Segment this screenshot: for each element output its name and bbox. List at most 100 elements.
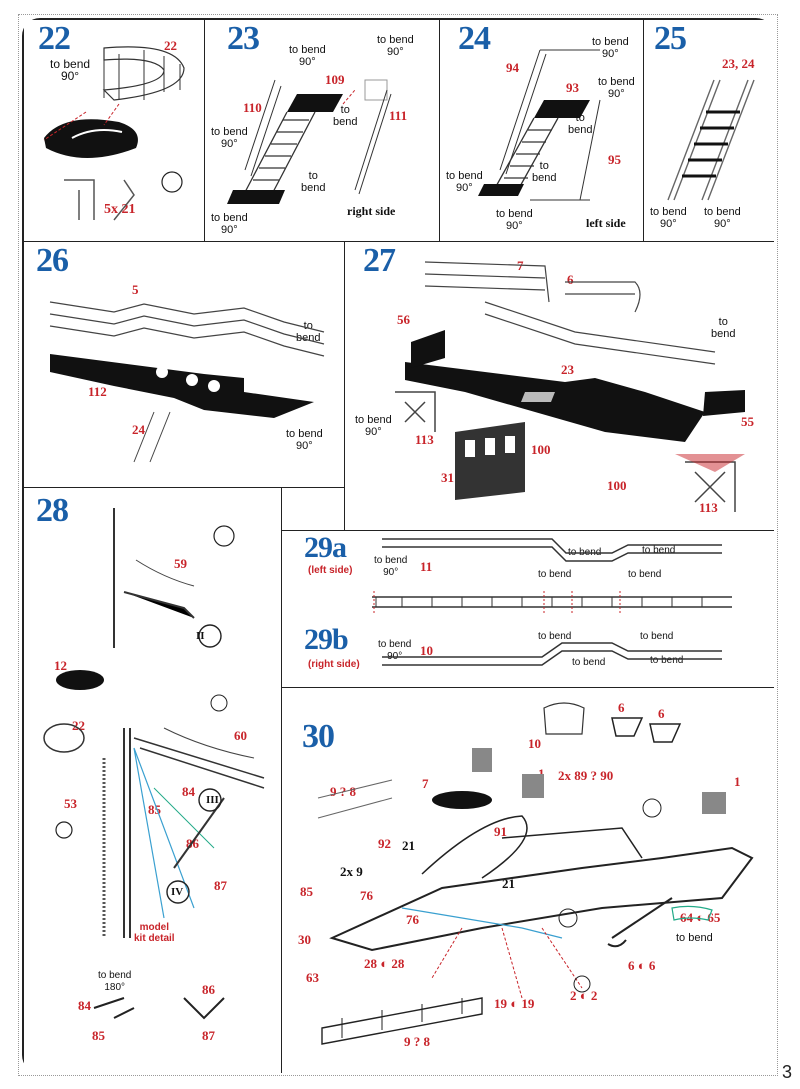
- part-21: 5x 21: [104, 202, 136, 217]
- step-number: 28: [36, 492, 69, 529]
- step-27-panel: 27 7 6 56 23 23 66 55 113 113 100 100 31…: [344, 241, 774, 531]
- step-27-drawing: [395, 261, 745, 512]
- step-29-panel: 29a (left side) to bend 90° 11 to bend t…: [281, 530, 774, 688]
- part-22: 22: [164, 38, 177, 53]
- step-26-panel: 26 5 112 24 to bend to bend 90°: [24, 241, 345, 488]
- part-94: 94: [506, 60, 519, 75]
- bend-label-1: to bend: [711, 316, 736, 340]
- step-23-drawing: [227, 79, 392, 204]
- bend-label-1: to bend 90°: [289, 44, 326, 68]
- step-28-drawing: [43, 508, 265, 1020]
- step-number: 27: [363, 242, 396, 279]
- step-29a-bend-2: to bend: [642, 545, 676, 556]
- part-85: 85: [300, 884, 313, 899]
- part-109: 109: [325, 72, 345, 87]
- part-110: 110: [243, 100, 262, 115]
- bend-180-label: to bend 180°: [98, 970, 132, 993]
- part-19-19: 19 ◐ 19: [494, 996, 535, 1011]
- part-6: 6: [567, 272, 574, 287]
- bend-label-4: to bend: [333, 104, 358, 128]
- bend-label: to bend: [676, 932, 713, 944]
- bend-label-2: to bend 90°: [286, 428, 323, 452]
- part-55: 55: [741, 414, 754, 429]
- bend-label-2: to bend 90°: [598, 76, 635, 100]
- step-25-panel: 25 23, 24 to bend 90° to bend 90°: [643, 20, 774, 242]
- part-76b: 76: [406, 912, 419, 927]
- bend-label-2: to bend 90°: [355, 414, 392, 438]
- part-85-detail: 85: [92, 1028, 105, 1043]
- bend-label-6: to bend 90°: [496, 208, 533, 232]
- step-30-panel: 30 1 1 1 10 6 6 7 9 ? 8 92 91 21 21 2x 9…: [281, 687, 774, 1073]
- part-24: 24: [132, 422, 145, 437]
- step-23-panel: 23 to bend 90° to bend 90° to bend 90° t…: [204, 20, 440, 242]
- part-11: 11: [420, 559, 433, 574]
- part-2-2: 2 ◐ 2: [570, 988, 598, 1003]
- step-29b-bend-1: to bend: [538, 631, 572, 642]
- part-12: 12: [54, 658, 67, 673]
- step-number: 23: [227, 20, 260, 57]
- roman-IV: IV: [171, 886, 184, 898]
- side-label: right side: [347, 204, 396, 218]
- part-5: 5: [132, 282, 139, 297]
- step-22-panel: 22 to bend 90° 22 54 5x 21: [24, 20, 205, 242]
- step-28-panel: 28 59 12 22 60 53 85 84 86 87 model kit …: [24, 487, 282, 1073]
- part-6-6: 6 ◐ 6: [628, 958, 656, 973]
- step-number: 25: [654, 20, 687, 57]
- part-86-detail: 86: [202, 982, 215, 997]
- part-1c: 1: [734, 774, 741, 789]
- bend-label-5: to bend 90°: [446, 170, 483, 194]
- part-7: 7: [422, 776, 429, 791]
- part-10: 10: [420, 643, 433, 658]
- part-63: 63: [306, 970, 319, 985]
- part-21a: 21: [402, 838, 415, 853]
- step-22-drawing: [43, 46, 185, 221]
- bend-label-1: to bend 90°: [592, 36, 629, 60]
- step-29b-bend-4: to bend: [650, 655, 684, 666]
- step-29b-number: 29b: [304, 623, 349, 656]
- part-2x9: 2x 9: [340, 864, 363, 879]
- part-100a: 100: [531, 442, 551, 457]
- step-29a-bend: to bend 90°: [374, 555, 408, 578]
- roman-III: III: [206, 794, 219, 806]
- step-number: 24: [458, 20, 491, 57]
- part-85: 85: [148, 802, 161, 817]
- part-112: 112: [88, 384, 107, 399]
- step-24-panel: 24 to bend 90° to bend 90° to bend to be…: [439, 20, 644, 242]
- part-100b: 100: [607, 478, 627, 493]
- part-9-8-bottom: 9 ? 8: [404, 1034, 430, 1049]
- step-29b-subtitle: (right side): [308, 659, 360, 670]
- step-29b-bend-2: to bend: [640, 631, 674, 642]
- step-30-drawing: [317, 702, 754, 1045]
- model-kit-detail-note: model kit detail: [134, 922, 175, 944]
- part-56: 56: [397, 312, 410, 327]
- step-number: 26: [36, 242, 69, 279]
- part-60: 60: [234, 728, 247, 743]
- parts-23-24: 23, 24: [722, 56, 755, 71]
- part-31: 31: [441, 470, 454, 485]
- step-number: 30: [302, 718, 335, 755]
- part-93: 93: [566, 80, 579, 95]
- part-59: 59: [174, 556, 187, 571]
- step-24-drawing: [478, 49, 601, 201]
- part-84: 84: [182, 784, 195, 799]
- part-76a: 76: [360, 888, 373, 903]
- step-29a-bend-3: to bend: [538, 569, 572, 580]
- bend-label-2: to bend 90°: [377, 34, 414, 58]
- part-87: 87: [214, 878, 227, 893]
- part-22: 22: [72, 718, 85, 733]
- bend-label-1: to bend 90°: [650, 206, 687, 230]
- part-1b: 1: [538, 766, 545, 781]
- page-number: 3: [781, 1062, 792, 1082]
- step-29a-bend-4: to bend: [628, 569, 662, 580]
- part-92: 92: [378, 836, 391, 851]
- step-26-drawing: [49, 301, 325, 463]
- bend-label-3: to bend: [568, 112, 593, 136]
- part-10: 10: [528, 736, 541, 751]
- part-113b: 113: [699, 500, 718, 515]
- part-28-28: 28 ◐ 28: [364, 956, 405, 971]
- step-29-drawing: [372, 538, 732, 666]
- step-29b-bend-3: to bend: [572, 657, 606, 668]
- part-111: 111: [389, 108, 408, 123]
- part-23a: 23: [561, 362, 574, 377]
- part-6b: 6: [658, 706, 665, 721]
